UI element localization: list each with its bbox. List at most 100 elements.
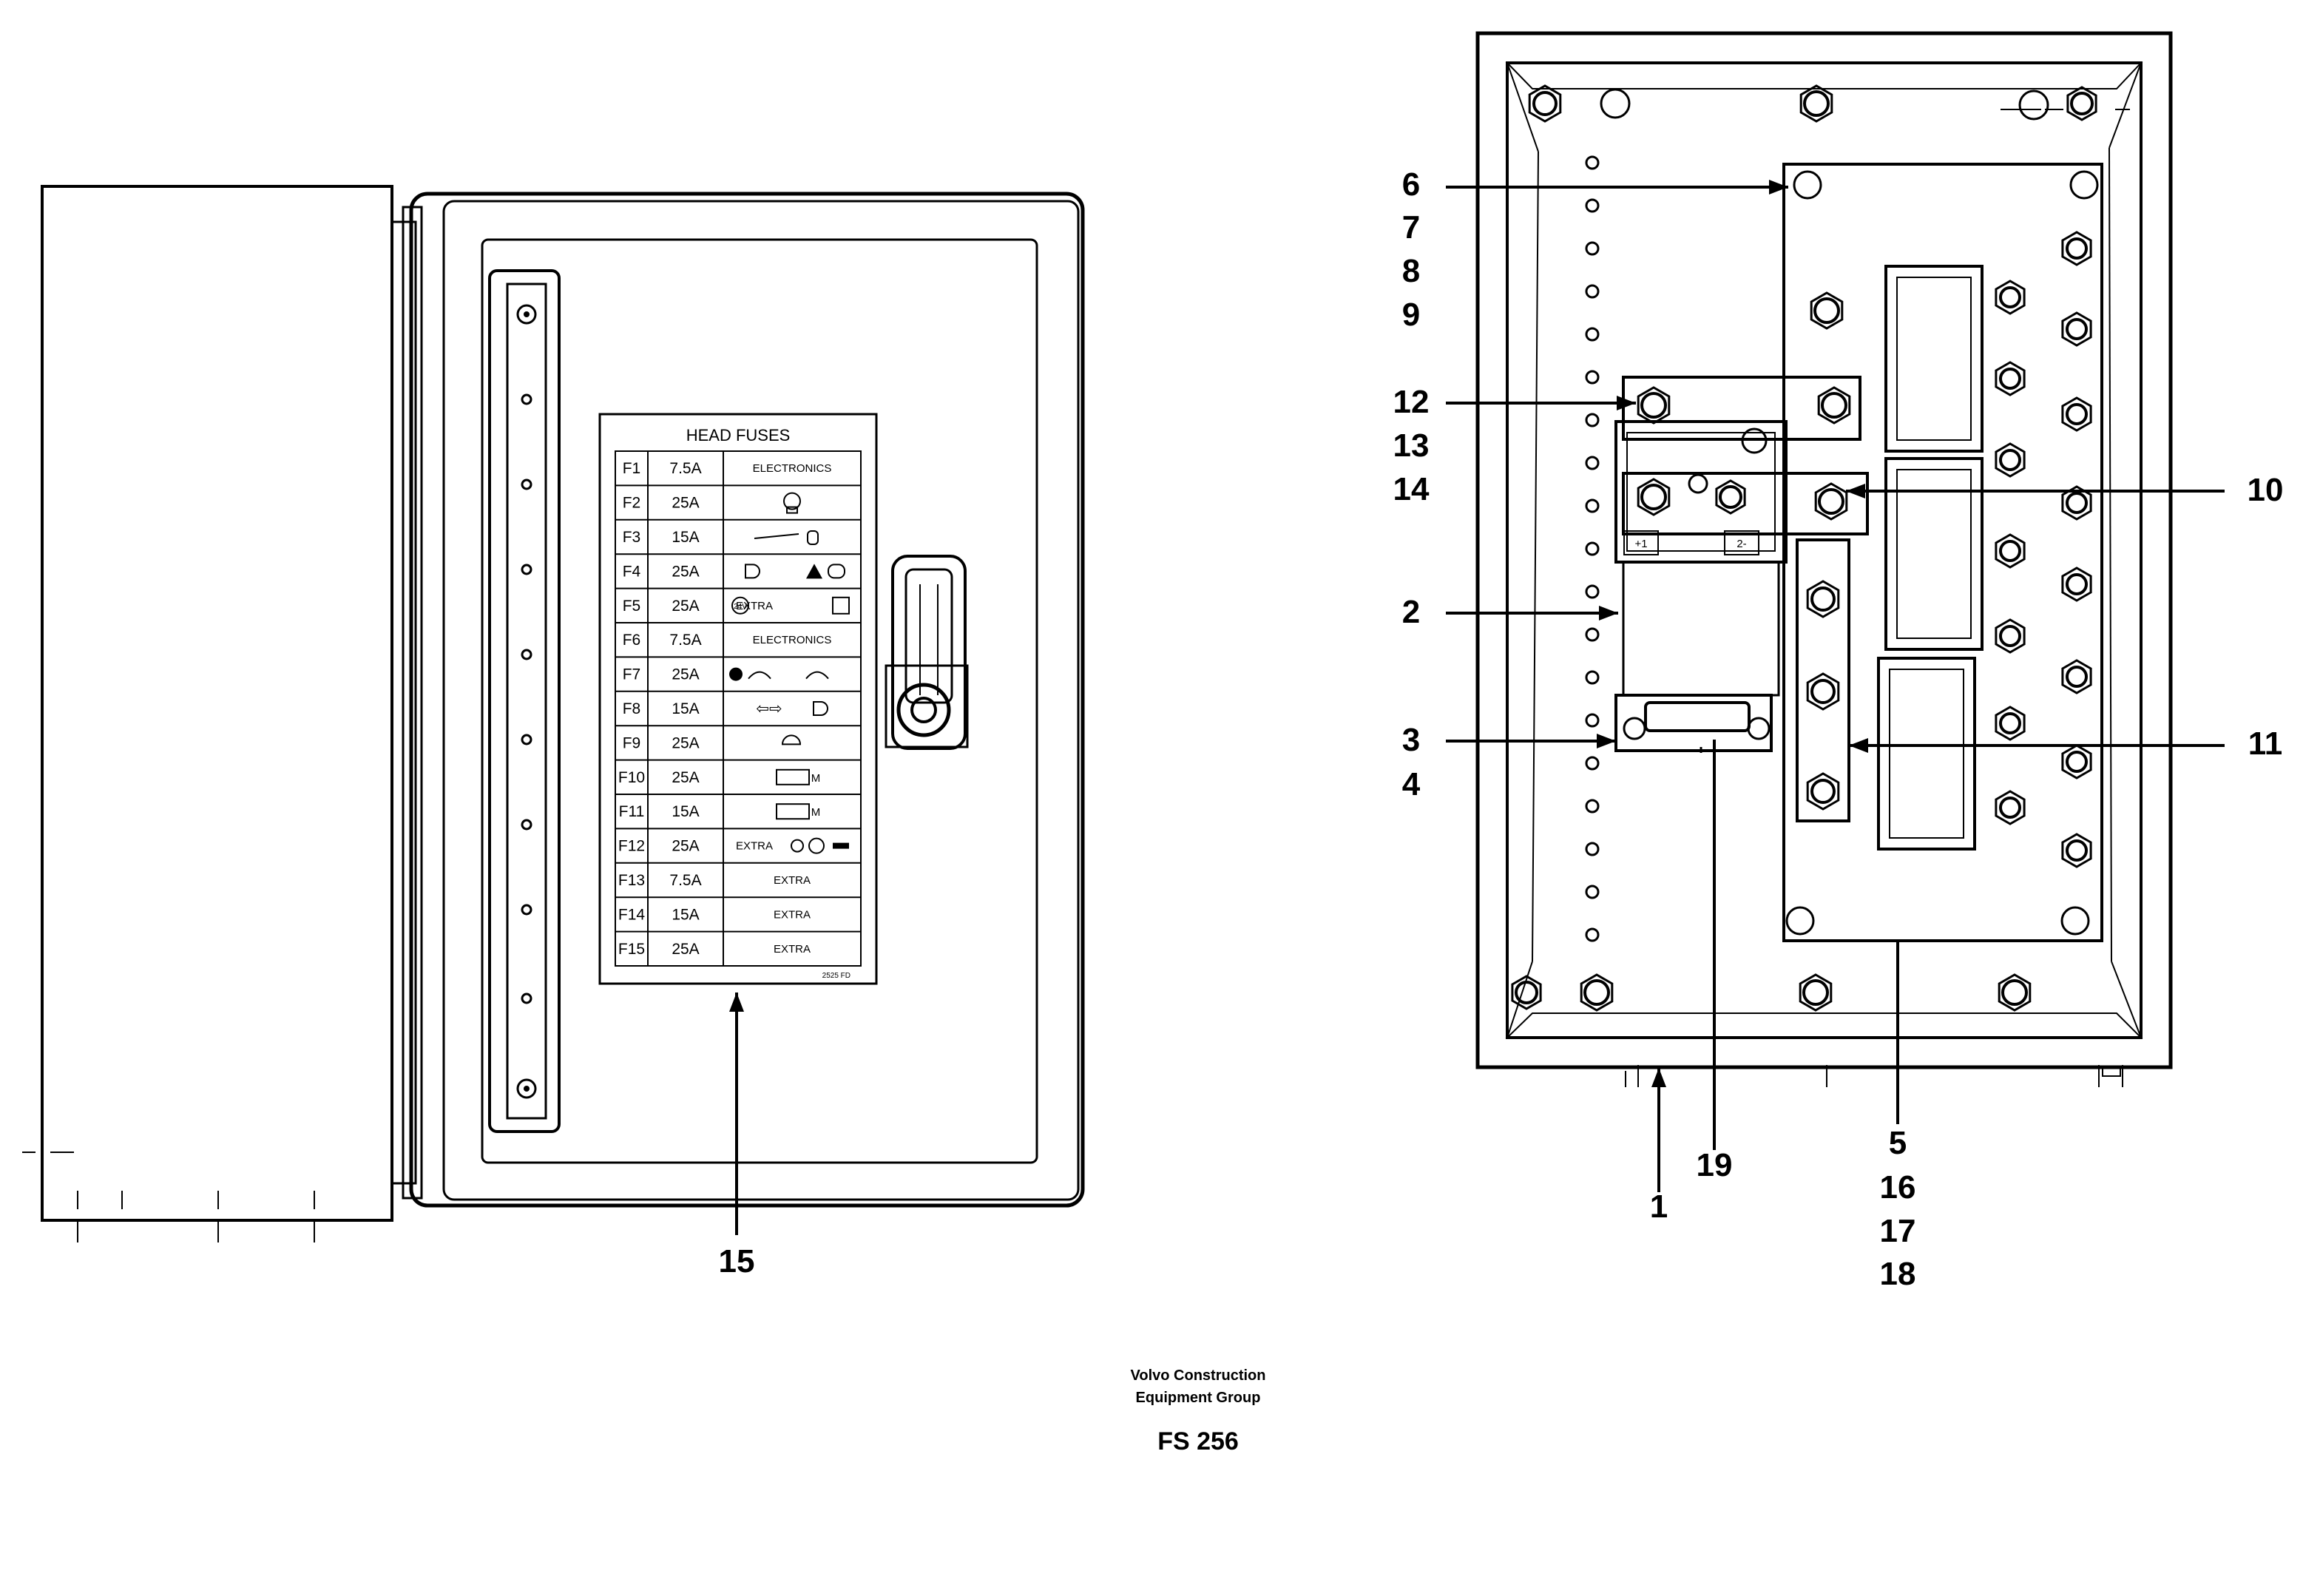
interior-light-icon (781, 734, 802, 745)
motor-icon: M (776, 768, 821, 785)
horn-icon (754, 530, 819, 545)
fuse-rating: 15A (672, 906, 699, 923)
callout-15: 15 (719, 1243, 755, 1279)
fuse-function: ELECTRONICS (753, 634, 832, 646)
fuse-function: EXTRA (774, 943, 811, 956)
fuse-rating: 15A (672, 529, 699, 546)
fuse-label-title: HEAD FUSES (686, 426, 791, 444)
fuse-rating: 25A (672, 495, 699, 512)
corner-bolts (1511, 84, 2099, 1012)
voltage-badge: 24V (734, 603, 747, 611)
fuse-row: F7 25A (623, 666, 829, 683)
callout-19: 19 (1697, 1147, 1733, 1183)
fuse-rating: 25A (672, 769, 699, 786)
fuse-box-cover[interactable] (409, 192, 1085, 1208)
callout-18: 18 (1880, 1256, 1916, 1292)
hinge-screws (516, 304, 537, 1099)
callout-1: 1 (1650, 1188, 1668, 1225)
figure-id: FS 256 (1157, 1427, 1239, 1455)
fuse-rating: 7.5A (669, 460, 701, 477)
fuse-id: F15 (618, 941, 645, 958)
work-light-icon (783, 492, 801, 514)
fuse-row: F11 15A M (619, 803, 821, 820)
turn-signal-glyph: ⇦⇨ (756, 700, 782, 717)
fuse-rating: 25A (672, 734, 699, 751)
callout-5: 5 (1889, 1125, 1907, 1161)
fuse-row: F15 25A EXTRA (618, 941, 811, 958)
callout-12: 12 (1393, 384, 1430, 420)
fuse-id: F3 (623, 529, 641, 546)
leader-lines (729, 180, 2225, 1235)
fuse-rating: 25A (672, 666, 699, 683)
fuse-id: F9 (623, 734, 641, 751)
fuse-rating: 25A (672, 563, 699, 580)
motor-icon: M (776, 803, 821, 820)
fuse-id: F2 (623, 495, 641, 512)
headlight-icon (745, 564, 845, 579)
callout-2: 2 (1402, 594, 1420, 630)
relay-assembly: +1 2- (1614, 376, 1869, 753)
motor-mark: M (811, 806, 821, 819)
fuse-panel-board (1782, 163, 2103, 942)
company-line-2: Equipment Group (1136, 1390, 1261, 1406)
callout-13: 13 (1393, 427, 1430, 464)
fuse-row: F3 15A (623, 529, 819, 546)
fuse-row: F13 7.5A EXTRA (618, 872, 811, 889)
callout-6: 6 (1402, 166, 1420, 203)
fuse-id: F13 (618, 872, 645, 889)
callout-14: 14 (1393, 471, 1430, 507)
fuse-row: F2 25A (623, 492, 801, 514)
fuse-function: EXTRA (736, 840, 773, 853)
callout-4: 4 (1402, 766, 1421, 802)
fuse-id: F11 (619, 803, 645, 820)
fuse-box-side-view (22, 185, 423, 1242)
fuse-id: F8 (623, 700, 641, 717)
fuse-rating: 25A (672, 838, 699, 855)
callout-9: 9 (1402, 297, 1420, 333)
fuse-function: ELECTRONICS (753, 462, 832, 475)
callout-17: 17 (1880, 1213, 1916, 1249)
fuse-id: F6 (623, 632, 641, 649)
mounting-hole-column (1585, 155, 1600, 942)
fuse-function: EXTRA (736, 600, 773, 612)
fuse-function: EXTRA (774, 908, 811, 921)
fuse-row: F1 7.5A ELECTRONICS (623, 460, 832, 477)
fuse-function: EXTRA (774, 874, 811, 887)
warning-triangle-icon: 24V (731, 596, 850, 615)
fuse-row: F10 25A M (618, 768, 821, 786)
fuse-label-code: 2525 FD (822, 972, 850, 980)
callout-7: 7 (1402, 209, 1420, 246)
footer: Volvo Construction Equipment Group FS 25… (1131, 1367, 1266, 1455)
fuse-id: F14 (618, 906, 646, 923)
fuse-id: F12 (618, 838, 645, 855)
fuse-rating: 15A (672, 803, 699, 820)
company-line-1: Volvo Construction (1131, 1367, 1266, 1384)
beacon-icon (791, 837, 849, 854)
panel-terminals (1806, 231, 2092, 868)
fuse-row: F12 25A EXTRA (618, 837, 849, 855)
fuse-id: F10 (618, 769, 645, 786)
fuse-id: F5 (623, 598, 641, 615)
callout-8: 8 (1402, 253, 1420, 289)
callout-numbers: 15 6 7 8 9 12 13 14 2 3 4 10 11 1 19 5 1… (719, 166, 2284, 1292)
relay-plus-label: +1 (1634, 538, 1647, 550)
turn-signal-icon: ⇦⇨ (756, 700, 828, 717)
fuse-id: F7 (623, 666, 641, 683)
head-fuses-label: HEAD FUSES F1 7.5A ELECTRONICS F2 25A F3 15A F4… (598, 413, 878, 985)
cover-latch[interactable] (885, 555, 969, 750)
callout-16: 16 (1880, 1169, 1916, 1206)
callout-11: 11 (2248, 726, 2283, 762)
fuse-id: F1 (623, 460, 641, 477)
fuse-row: F9 25A (623, 734, 802, 751)
fuse-rating: 25A (672, 941, 699, 958)
motor-mark: M (811, 772, 821, 785)
relay-minus-label: 2- (1736, 538, 1746, 550)
fuse-rating: 25A (672, 598, 699, 615)
callout-10: 10 (2248, 472, 2284, 508)
fuse-row: F14 15A EXTRA (618, 906, 811, 923)
fuse-rating: 7.5A (669, 872, 701, 889)
